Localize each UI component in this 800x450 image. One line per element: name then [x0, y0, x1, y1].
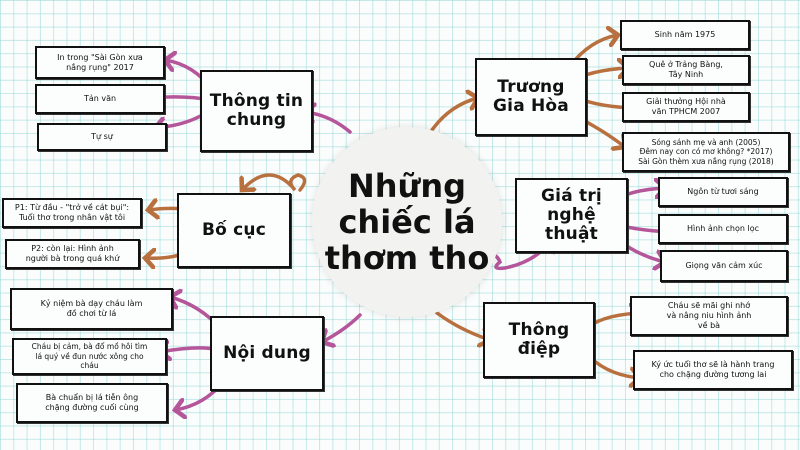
leaf-node[interactable]: P1: Từ đầu - "trở về cát bụi": Tuổi thơ …	[2, 198, 142, 228]
branch-title: Trương Gia Hòa	[493, 77, 569, 116]
branch-title: Giá trị nghệ thuật	[541, 186, 602, 244]
branch-title: Thông điệp	[508, 320, 570, 359]
central-topic-title: Những chiếc lá thơm tho	[324, 167, 490, 277]
branch-truong-gia-hoa[interactable]: Trương Gia Hòa	[475, 58, 587, 136]
leaf-text: Kỷ niệm bà dạy cháu làm đồ chơi từ lá	[40, 299, 143, 318]
leaf-node[interactable]: Giọng văn cảm xúc	[660, 250, 788, 282]
leaf-node[interactable]: Hình ảnh chọn lọc	[658, 214, 788, 244]
branch-thong-diep[interactable]: Thông điệp	[483, 302, 595, 378]
leaf-text: Tản văn	[83, 94, 117, 103]
central-topic[interactable]: Những chiếc lá thơm tho	[312, 127, 502, 317]
branch-gia-tri-nghe-thuat[interactable]: Giá trị nghệ thuật	[515, 178, 628, 253]
leaf-node[interactable]: P2: còn lại: Hình ảnh người bà trong quá…	[5, 239, 140, 269]
leaf-text: In trong "Sài Gòn xưa nắng rụng" 2017	[57, 52, 143, 72]
leaf-node[interactable]: Cháu bị cảm, bà đổ mồ hôi tìm lá quý về …	[12, 338, 167, 375]
leaf-text: P1: Từ đầu - "trở về cát bụi": Tuổi thơ …	[14, 203, 130, 222]
leaf-text: Ký ức tuổi thơ sẽ là hành trang cho chặn…	[651, 360, 775, 379]
leaf-text: Sóng sánh mẹ và anh (2005) Đêm nay con c…	[638, 137, 774, 166]
leaf-text: Bà chuẩn bị lá tiễn ông chặng đường cuối…	[45, 393, 139, 412]
leaf-text: Cháu sẽ mãi ghi nhớ và nâng niu hình ảnh…	[666, 301, 752, 330]
leaf-node[interactable]: Sinh năm 1975	[620, 20, 750, 50]
branch-thong-tin-chung[interactable]: Thông tin chung	[200, 70, 313, 152]
leaf-text: Tự sự	[91, 132, 113, 141]
leaf-node[interactable]: Ngôn từ tươi sáng	[658, 177, 788, 207]
branch-title: Thông tin chung	[209, 91, 304, 130]
branch-bo-cuc[interactable]: Bố cục	[177, 193, 291, 268]
leaf-node[interactable]: Tự sự	[37, 123, 167, 151]
leaf-text: Ngôn từ tươi sáng	[687, 187, 759, 196]
leaf-node[interactable]: Cháu sẽ mãi ghi nhớ và nâng niu hình ảnh…	[630, 296, 788, 336]
branch-title: Bố cục	[201, 220, 266, 240]
leaf-node[interactable]: Sóng sánh mẹ và anh (2005) Đêm nay con c…	[622, 132, 790, 172]
leaf-text: Quê ở Trảng Bàng, Tây Ninh	[649, 60, 723, 79]
leaf-node[interactable]: Tản văn	[35, 84, 165, 114]
leaf-node[interactable]: Giải thưởng Hội nhà văn TPHCM 2007	[622, 92, 750, 122]
branch-noi-dung[interactable]: Nội dung	[210, 316, 324, 391]
leaf-node[interactable]: Quê ở Trảng Bàng, Tây Ninh	[622, 55, 750, 85]
leaf-node[interactable]: Ký ức tuổi thơ sẽ là hành trang cho chặn…	[633, 350, 793, 390]
branch-title: Nội dung	[223, 343, 311, 363]
leaf-text: Cháu bị cảm, bà đổ mồ hôi tìm lá quý về …	[31, 342, 148, 371]
leaf-node[interactable]: Bà chuẩn bị lá tiễn ông chặng đường cuối…	[16, 383, 168, 423]
leaf-text: Giọng văn cảm xúc	[685, 261, 763, 270]
leaf-text: Hình ảnh chọn lọc	[687, 224, 759, 233]
leaf-text: Giải thưởng Hội nhà văn TPHCM 2007	[646, 97, 726, 116]
leaf-text: P2: còn lại: Hình ảnh người bà trong quá…	[25, 244, 120, 263]
leaf-node[interactable]: In trong "Sài Gòn xưa nắng rụng" 2017	[35, 46, 165, 79]
leaf-node[interactable]: Kỷ niệm bà dạy cháu làm đồ chơi từ lá	[10, 288, 173, 330]
leaf-text: Sinh năm 1975	[654, 30, 716, 39]
